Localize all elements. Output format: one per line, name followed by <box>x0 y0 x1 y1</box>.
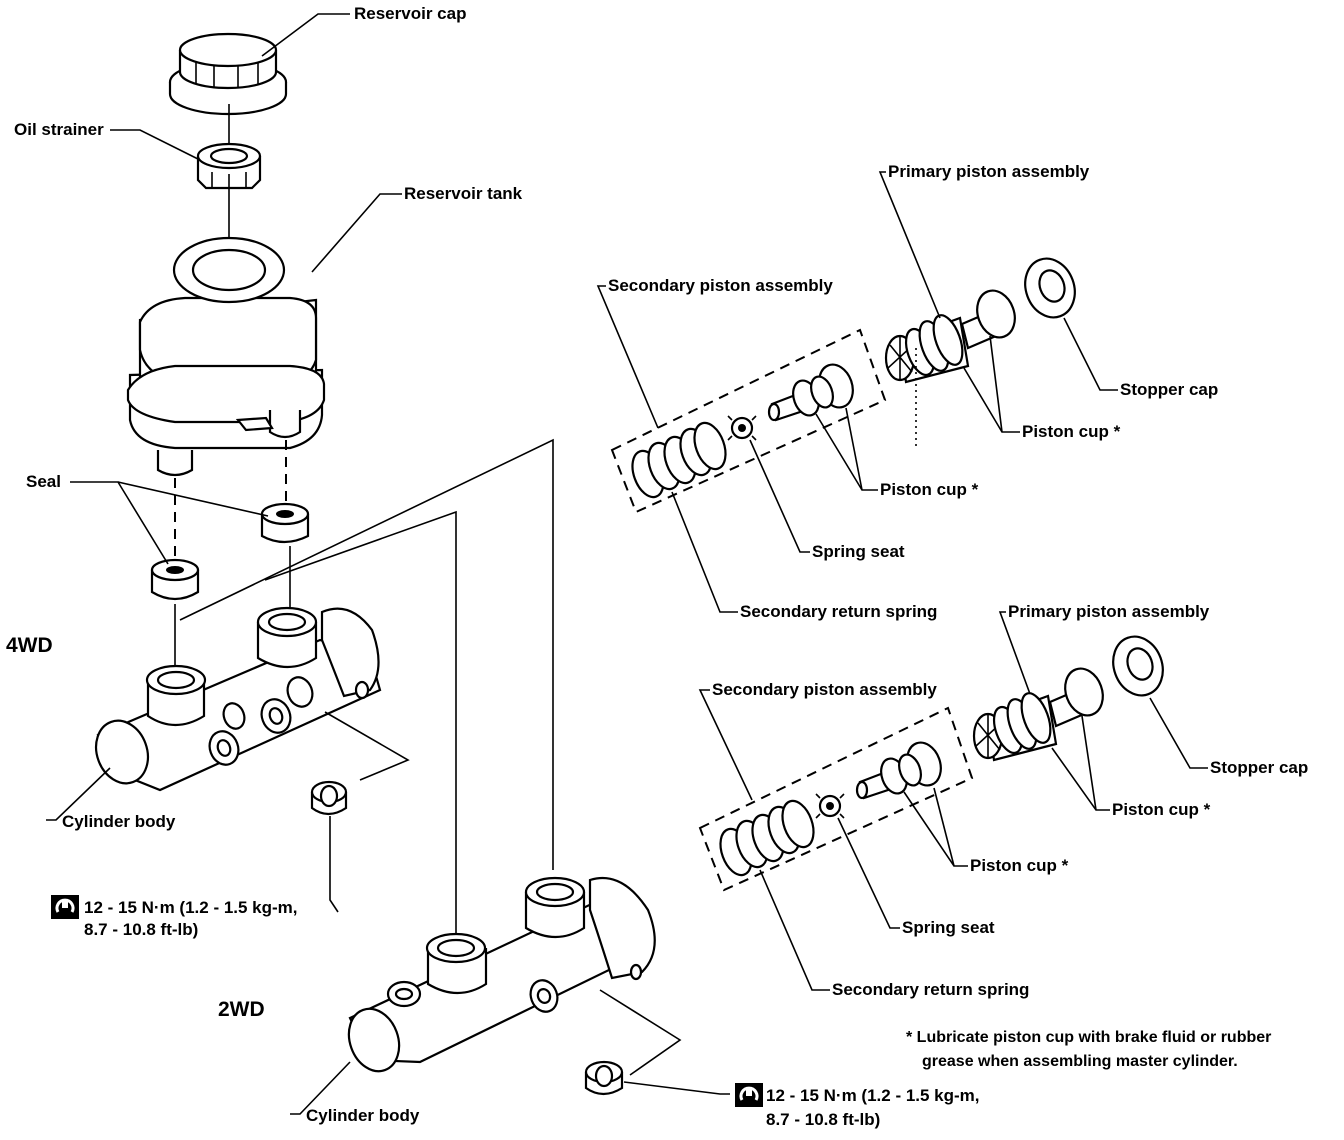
label-upper-secondary-piston-assembly: Secondary piston assembly <box>608 276 833 295</box>
lower-stopper-cap-part <box>1112 635 1164 697</box>
label-lower-primary-piston-assembly: Primary piston assembly <box>1008 602 1210 621</box>
label-lower-piston-cup-primary: Piston cup * <box>1112 800 1211 819</box>
upper-stopper-cap-part <box>1024 257 1076 319</box>
label-lower-secondary-piston-assembly: Secondary piston assembly <box>712 680 937 699</box>
upper-piston-group <box>610 328 887 514</box>
lubrication-note-line2: grease when assembling master cylinder. <box>922 1053 1238 1070</box>
label-upper-spring-seat: Spring seat <box>812 542 905 561</box>
label-4wd: 4WD <box>6 634 53 657</box>
label-upper-stopper-cap: Stopper cap <box>1120 380 1219 399</box>
label-reservoir-tank: Reservoir tank <box>404 184 523 203</box>
label-cylinder-body-2wd: Cylinder body <box>306 1106 420 1125</box>
label-2wd: 2WD <box>218 998 265 1021</box>
torque-spec-2wd-line2: 8.7 - 10.8 ft-lb) <box>766 1110 881 1129</box>
label-oil-strainer: Oil strainer <box>14 120 104 139</box>
seal-parts <box>150 502 310 601</box>
label-lower-secondary-return-spring: Secondary return spring <box>832 980 1030 999</box>
label-lower-spring-seat: Spring seat <box>902 918 995 937</box>
mounting-nut-4wd-part <box>310 780 348 816</box>
mounting-nut-2wd-part <box>584 1060 624 1096</box>
oil-strainer-part <box>196 142 262 190</box>
cylinder-body-4wd-part <box>94 606 382 792</box>
label-reservoir-cap: Reservoir cap <box>354 4 467 23</box>
lower-primary-piston-part <box>972 667 1104 762</box>
label-upper-piston-cup-primary: Piston cup * <box>1022 422 1121 441</box>
reservoir-tank-part <box>126 236 326 477</box>
torque-wrench-icon <box>51 895 79 919</box>
torque-spec-4wd-line2: 8.7 - 10.8 ft-lb) <box>84 920 199 939</box>
torque-wrench-icon <box>735 1083 763 1107</box>
label-seal: Seal <box>26 472 61 491</box>
label-lower-stopper-cap: Stopper cap <box>1210 758 1309 777</box>
cylinder-body-2wd-part <box>347 876 656 1073</box>
label-upper-piston-cup-secondary: Piston cup * <box>880 480 979 499</box>
reservoir-cap-part <box>168 32 288 116</box>
torque-spec-4wd-line1: 12 - 15 N·m (1.2 - 1.5 kg-m, <box>84 898 298 917</box>
upper-primary-piston-part <box>884 289 1016 384</box>
lower-piston-group <box>698 706 974 892</box>
label-upper-primary-piston-assembly: Primary piston assembly <box>888 162 1090 181</box>
label-upper-secondary-return-spring: Secondary return spring <box>740 602 938 621</box>
label-cylinder-body-4wd: Cylinder body <box>62 812 176 831</box>
lubrication-note-line1: * Lubricate piston cup with brake fluid … <box>906 1029 1272 1046</box>
torque-spec-2wd-line1: 12 - 15 N·m (1.2 - 1.5 kg-m, <box>766 1086 980 1105</box>
label-lower-piston-cup-secondary: Piston cup * <box>970 856 1069 875</box>
